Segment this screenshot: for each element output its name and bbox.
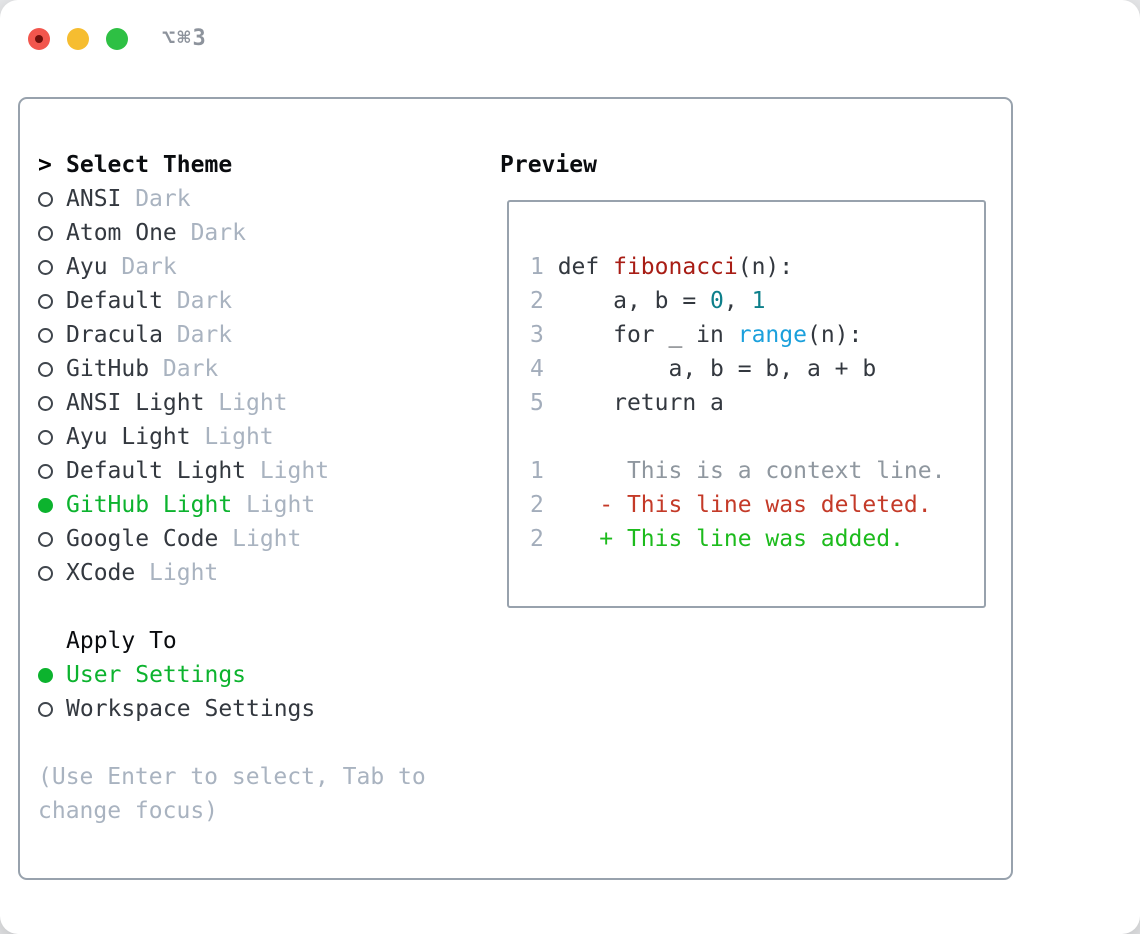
theme-tag: Dark bbox=[121, 254, 177, 280]
radio-icon bbox=[38, 463, 53, 479]
theme-tag: Dark bbox=[135, 186, 191, 212]
traffic-lights bbox=[28, 27, 128, 50]
theme-name: GitHub Light bbox=[66, 492, 233, 518]
theme-tag: Light bbox=[245, 492, 316, 518]
theme-tag: Light bbox=[149, 560, 219, 586]
apply-to-header: Apply To bbox=[38, 624, 500, 658]
preview-code-line bbox=[530, 420, 976, 454]
theme-name: XCode bbox=[66, 560, 136, 586]
theme-option-dracula-dark[interactable]: Dracula Dark bbox=[38, 318, 500, 352]
preview-column: Preview 1 def fibonacci(n): 2 a, b = 0, 1… bbox=[500, 148, 991, 878]
theme-option-atom-one-dark[interactable]: Atom One Dark bbox=[38, 216, 500, 250]
apply-option-label: Workspace Settings bbox=[66, 696, 316, 722]
theme-option-ansi-dark[interactable]: ANSI Dark bbox=[38, 182, 500, 216]
theme-option-google-code[interactable]: Google Code Light bbox=[38, 522, 500, 556]
select-theme-header: > Select Theme bbox=[38, 148, 500, 182]
theme-name: Google Code bbox=[66, 526, 219, 552]
prompt-icon: > bbox=[38, 152, 52, 178]
theme-option-github-light[interactable]: GitHub Light Light bbox=[38, 488, 500, 522]
theme-tag: Dark bbox=[162, 356, 219, 382]
radio-icon bbox=[38, 327, 53, 343]
hint-line-2: change focus) bbox=[38, 798, 219, 824]
close-button[interactable] bbox=[28, 27, 50, 50]
preview-code-line: 5 return a bbox=[530, 390, 724, 416]
radio-icon bbox=[38, 395, 53, 411]
theme-option-github-dark[interactable]: GitHub Dark bbox=[38, 352, 500, 386]
preview-code-line: 3 for _ in range(n): bbox=[530, 322, 863, 348]
theme-option-ansi-light[interactable]: ANSI Light Light bbox=[38, 386, 500, 420]
theme-option-default-dark[interactable]: Default Dark bbox=[38, 284, 500, 318]
preview-header: Preview bbox=[500, 148, 991, 182]
theme-option-default-light[interactable]: Default Light Light bbox=[38, 454, 500, 488]
theme-tag: Light bbox=[259, 458, 330, 484]
preview-code-line: 2 a, b = 0, 1 bbox=[530, 288, 766, 314]
theme-option-ayu-light[interactable]: Ayu Light Light bbox=[38, 420, 500, 454]
preview-box: 1 def fibonacci(n): 2 a, b = 0, 1 3 for _ … bbox=[507, 200, 986, 608]
apply-option-label: User Settings bbox=[66, 662, 247, 688]
preview-code-line: 4 a, b = b, a + b bbox=[530, 356, 877, 382]
theme-name: Default Light bbox=[66, 458, 247, 484]
preview-code-line: 1 def fibonacci(n): bbox=[530, 254, 794, 280]
window-title: ⌥⌘3 bbox=[162, 26, 208, 51]
radio-icon bbox=[38, 429, 53, 445]
window-titlebar: ⌥⌘3 bbox=[28, 26, 208, 51]
apply-option-user-settings[interactable]: User Settings bbox=[38, 658, 500, 692]
select-theme-title: Select Theme bbox=[66, 152, 233, 178]
radio-icon bbox=[38, 361, 53, 377]
theme-picker-panel: > Select Theme ANSI Dark Atom One Dark A… bbox=[18, 97, 1013, 880]
minimize-button[interactable] bbox=[67, 27, 89, 50]
zoom-button[interactable] bbox=[106, 27, 128, 50]
apply-to-title: Apply To bbox=[66, 628, 177, 654]
theme-tag: Light bbox=[218, 390, 288, 416]
preview-code-line: 2 + This line was added. bbox=[530, 526, 904, 552]
radio-icon bbox=[38, 565, 53, 581]
theme-name: GitHub bbox=[66, 356, 150, 382]
theme-name: ANSI Light bbox=[66, 390, 205, 416]
theme-tag: Dark bbox=[176, 322, 233, 348]
preview-code-line: 1 This is a context line. bbox=[530, 458, 946, 484]
hint-line-1: (Use Enter to select, Tab to bbox=[38, 764, 426, 790]
radio-icon bbox=[38, 701, 53, 717]
radio-selected-icon bbox=[38, 497, 53, 513]
theme-tag: Light bbox=[204, 424, 274, 450]
preview-code-line: 2 - This line was deleted. bbox=[530, 492, 932, 518]
theme-option-xcode[interactable]: XCode Light bbox=[38, 556, 500, 590]
theme-name: Default bbox=[66, 288, 163, 314]
unsaved-dot-icon bbox=[35, 34, 43, 43]
keyboard-hint: (Use Enter to select, Tab to change focu… bbox=[38, 760, 500, 828]
theme-option-ayu-dark[interactable]: Ayu Dark bbox=[38, 250, 500, 284]
theme-tag: Dark bbox=[176, 288, 233, 314]
theme-name: Ayu Light bbox=[66, 424, 191, 450]
theme-name: Atom One bbox=[66, 220, 177, 246]
theme-tag: Light bbox=[232, 526, 302, 552]
radio-selected-icon bbox=[38, 667, 53, 683]
apply-option-workspace-settings[interactable]: Workspace Settings bbox=[38, 692, 500, 726]
radio-icon bbox=[38, 293, 53, 309]
theme-tag: Dark bbox=[190, 220, 246, 246]
theme-name: ANSI bbox=[66, 186, 122, 212]
radio-icon bbox=[38, 259, 53, 275]
preview-title: Preview bbox=[500, 152, 597, 178]
theme-name: Dracula bbox=[66, 322, 163, 348]
preview-code: 1 def fibonacci(n): 2 a, b = 0, 1 3 for _ … bbox=[530, 250, 976, 556]
radio-icon bbox=[38, 531, 53, 547]
radio-icon bbox=[38, 225, 53, 241]
radio-icon bbox=[38, 191, 53, 207]
theme-list-column: > Select Theme ANSI Dark Atom One Dark A… bbox=[38, 148, 500, 878]
theme-name: Ayu bbox=[66, 254, 108, 280]
